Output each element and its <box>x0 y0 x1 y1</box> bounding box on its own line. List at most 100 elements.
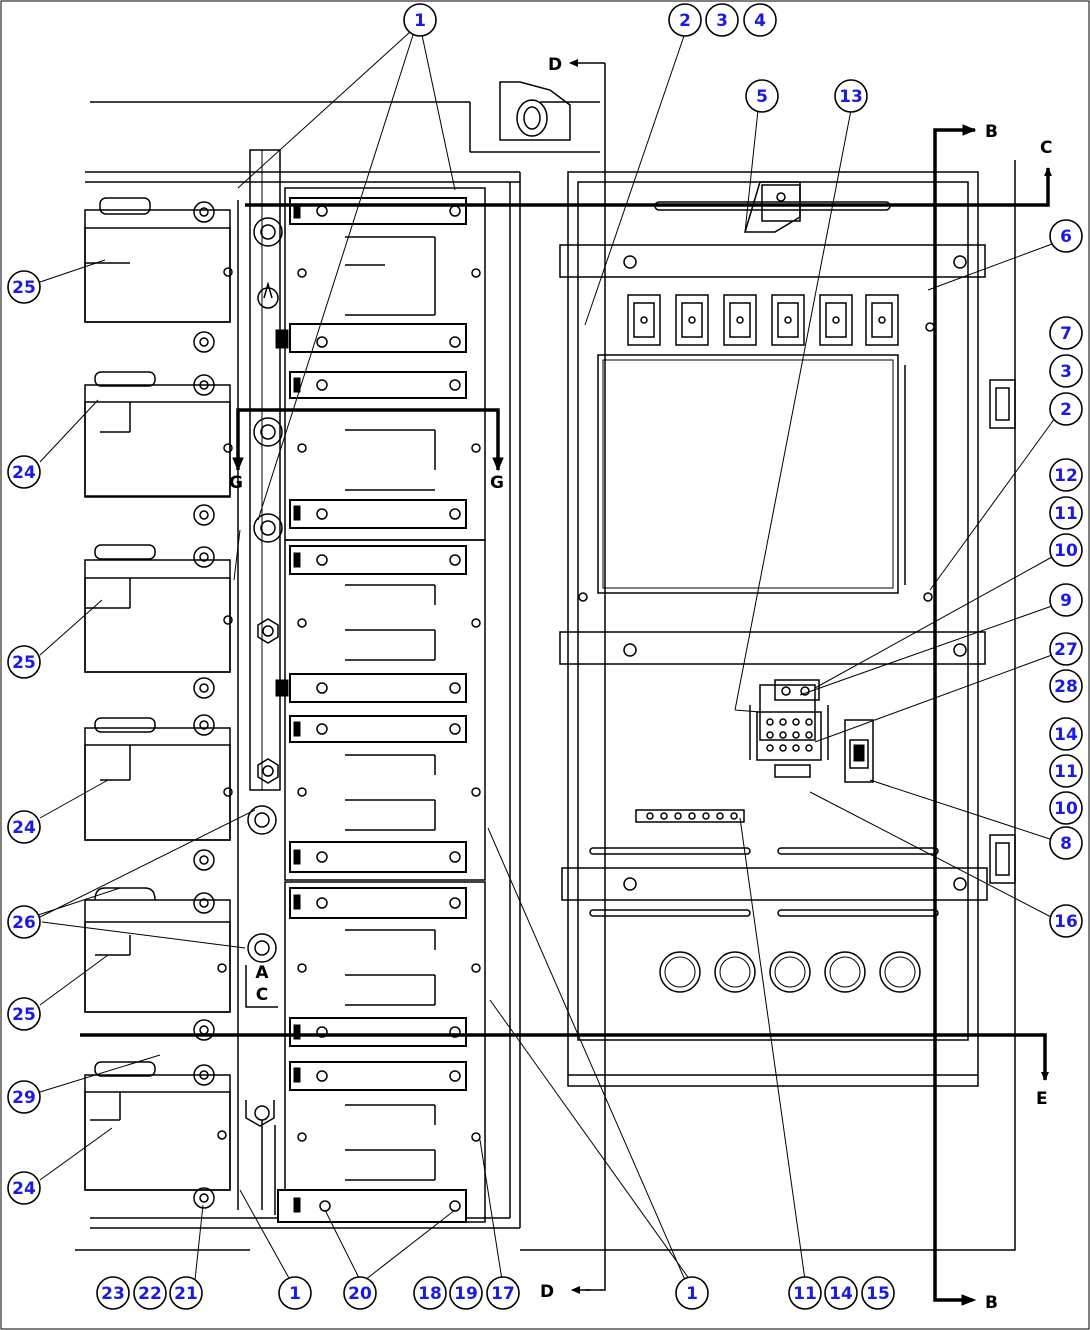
callout-24-top: 24 <box>7 455 41 489</box>
left-relay-panel: A C <box>84 81 600 1229</box>
relay-stack <box>84 197 233 1209</box>
section-label-g-right: G <box>490 473 504 493</box>
callout-12: 12 <box>1049 458 1083 492</box>
svg-text:25: 25 <box>12 1005 36 1025</box>
callout-23: 23 <box>96 1276 130 1310</box>
callout-10-upper: 10 <box>1049 533 1083 567</box>
section-label-g-left: G <box>229 473 243 493</box>
callout-24-middle: 24 <box>7 810 41 844</box>
svg-text:23: 23 <box>101 1284 125 1304</box>
section-label-c: C <box>1040 138 1052 158</box>
svg-text:12: 12 <box>1054 466 1078 486</box>
callouts: 1 2 3 4 5 13 6 7 3 2 12 11 10 9 27 28 14… <box>7 3 1083 1310</box>
svg-text:27: 27 <box>1054 640 1078 660</box>
svg-text:10: 10 <box>1054 799 1078 819</box>
svg-text:15: 15 <box>866 1284 890 1304</box>
svg-text:16: 16 <box>1054 912 1078 932</box>
callout-14-bottom: 14 <box>824 1276 858 1310</box>
svg-text:9: 9 <box>1060 591 1072 611</box>
section-lines <box>75 59 1052 1306</box>
svg-text:11: 11 <box>1054 504 1078 524</box>
callout-11-upper: 11 <box>1049 496 1083 530</box>
leader-lines <box>37 31 1056 1281</box>
right-control-panel <box>559 171 1016 1087</box>
callout-28: 28 <box>1049 669 1083 703</box>
breaker-row <box>627 294 899 346</box>
svg-text:11: 11 <box>793 1284 817 1304</box>
svg-text:1: 1 <box>414 11 426 31</box>
svg-text:19: 19 <box>454 1284 478 1304</box>
callout-15: 15 <box>861 1276 895 1310</box>
svg-text:18: 18 <box>418 1284 442 1304</box>
callout-22: 22 <box>133 1276 167 1310</box>
callout-5: 5 <box>745 79 779 113</box>
terminal-block <box>635 809 745 823</box>
callout-25-bottom: 25 <box>7 997 41 1031</box>
callout-13: 13 <box>834 79 868 113</box>
callout-17: 17 <box>486 1276 520 1310</box>
side-latches <box>989 379 1016 884</box>
callout-3-right: 3 <box>1049 354 1083 388</box>
callout-26: 26 <box>7 905 41 939</box>
svg-text:1: 1 <box>686 1284 698 1304</box>
callout-4: 4 <box>743 3 777 37</box>
terminal-strips <box>275 187 486 1223</box>
section-label-d-top: D <box>548 55 562 75</box>
svg-text:2: 2 <box>1060 400 1072 420</box>
section-label-b-bottom: B <box>985 1293 998 1313</box>
callout-8: 8 <box>1049 826 1083 860</box>
svg-text:7: 7 <box>1060 324 1072 344</box>
callout-7: 7 <box>1049 316 1083 350</box>
svg-text:17: 17 <box>491 1284 515 1304</box>
svg-text:14: 14 <box>829 1284 853 1304</box>
section-label-b-top: B <box>985 122 998 142</box>
svg-text:21: 21 <box>174 1284 198 1304</box>
callout-6: 6 <box>1049 219 1083 253</box>
callout-25-middle: 25 <box>7 645 41 679</box>
section-label-d-bottom: D <box>540 1282 554 1302</box>
svg-text:3: 3 <box>1060 362 1072 382</box>
round-connectors <box>659 951 921 993</box>
svg-text:6: 6 <box>1060 227 1072 247</box>
fuse-label-a: A <box>255 963 269 983</box>
svg-text:4: 4 <box>754 11 766 31</box>
svg-text:14: 14 <box>1054 725 1078 745</box>
svg-text:13: 13 <box>839 87 863 107</box>
callout-25-top: 25 <box>7 270 41 304</box>
svg-text:24: 24 <box>12 1179 36 1199</box>
callout-24-bottom: 24 <box>7 1171 41 1205</box>
section-label-e: E <box>1036 1089 1048 1109</box>
section-letters: D D B B C E G G <box>229 55 1052 1313</box>
svg-text:11: 11 <box>1054 762 1078 782</box>
svg-text:1: 1 <box>289 1284 301 1304</box>
callout-19: 19 <box>449 1276 483 1310</box>
callout-11-bottom: 11 <box>788 1276 822 1310</box>
fuse-label-c: C <box>256 985 268 1005</box>
callout-2-right: 2 <box>1049 392 1083 426</box>
callout-16: 16 <box>1049 904 1083 938</box>
svg-text:22: 22 <box>138 1284 162 1304</box>
callout-27: 27 <box>1049 632 1083 666</box>
callout-18: 18 <box>413 1276 447 1310</box>
svg-text:28: 28 <box>1054 677 1078 697</box>
callout-1-top: 1 <box>403 3 437 37</box>
svg-text:8: 8 <box>1060 834 1072 854</box>
callout-11-lower: 11 <box>1049 754 1083 788</box>
svg-text:24: 24 <box>12 818 36 838</box>
connector-block <box>749 679 874 783</box>
svg-text:3: 3 <box>716 11 728 31</box>
svg-text:25: 25 <box>12 653 36 673</box>
callout-1-bottom-center: 1 <box>675 1276 709 1310</box>
svg-text:2: 2 <box>679 11 691 31</box>
callout-29: 29 <box>7 1080 41 1114</box>
callout-1-bottom-left: 1 <box>278 1276 312 1310</box>
callout-10-lower: 10 <box>1049 791 1083 825</box>
callout-21: 21 <box>169 1276 203 1310</box>
callout-20: 20 <box>343 1276 377 1310</box>
callout-3-top: 3 <box>705 3 739 37</box>
display-screen <box>597 354 906 594</box>
callout-2-top: 2 <box>668 3 702 37</box>
svg-text:25: 25 <box>12 278 36 298</box>
